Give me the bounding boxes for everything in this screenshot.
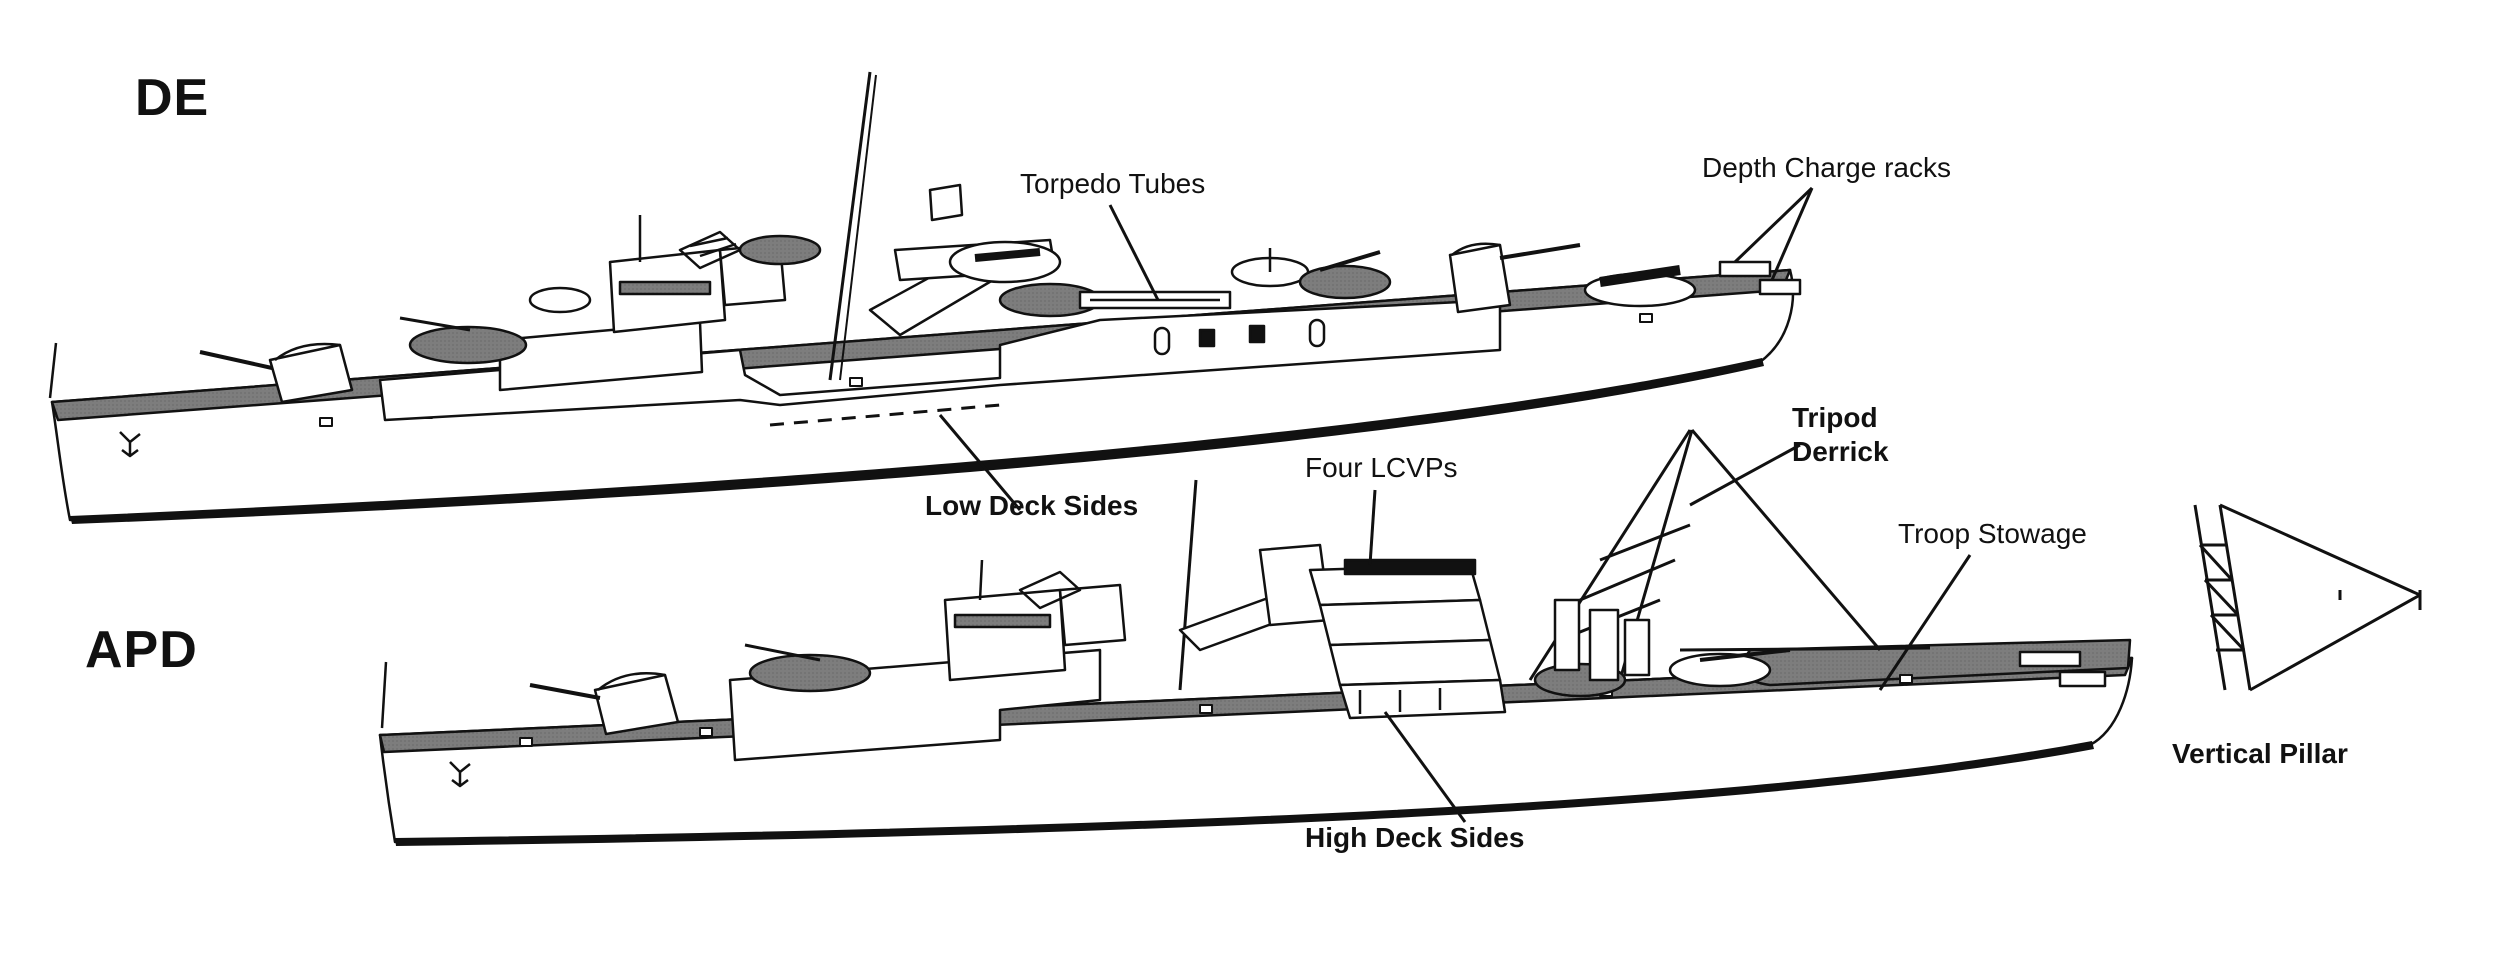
- leader-tripod-derrick: [1689, 443, 1801, 507]
- de-aft-gun-mount: [1448, 243, 1512, 314]
- label-torpedo-tubes: Torpedo Tubes: [1020, 168, 1206, 199]
- apd-forward-gun-mount: [593, 673, 680, 736]
- apd-tripod-derrick: [1528, 429, 1931, 681]
- de-ship: [48, 71, 1802, 524]
- apd-title: APD: [85, 621, 198, 679]
- de-depth-charge-rack-1: [1718, 260, 1772, 278]
- apd-ship: [378, 429, 2134, 846]
- de-aft-gun-tub: [1298, 264, 1392, 300]
- lcvp-3: [1328, 638, 1502, 687]
- de-gun-tub-1: [408, 325, 528, 365]
- apd-forward-gun-barrel: [529, 683, 601, 700]
- leader-torpedo-tubes: [1108, 204, 1160, 301]
- apd-bridge: [943, 588, 1067, 682]
- de-depth-charge-rack-2: [1758, 278, 1802, 296]
- label-troop-stowage: Troop Stowage: [1898, 518, 2087, 549]
- label-high-deck-sides: High Deck Sides: [1305, 822, 1525, 853]
- label-depth-charge-racks: Depth Charge racks: [1702, 152, 1952, 183]
- de-gun-tub-2: [738, 234, 822, 266]
- leader-depth-charge-1: [1733, 186, 1814, 264]
- de-forward-gun-mount: [268, 343, 354, 404]
- apd-anchor: [449, 761, 471, 788]
- leader-low-deck-sides: [938, 414, 1022, 511]
- de-jackstaff: [48, 342, 58, 399]
- apd-jackstaff: [380, 661, 388, 729]
- de-anchor: [119, 431, 141, 458]
- lcvp-4: [1338, 678, 1507, 720]
- label-low-deck-sides: Low Deck Sides: [925, 490, 1139, 521]
- lcvp-2: [1318, 598, 1492, 647]
- label-vertical-pillar: Vertical Pillar: [2172, 738, 2348, 769]
- apd-mast: [1178, 479, 1198, 691]
- leader-depth-charge-2: [1770, 187, 1814, 281]
- de-low-deck-line: [769, 403, 1001, 427]
- de-torpedo-mount: [948, 240, 1062, 284]
- de-director: [928, 183, 964, 222]
- label-tripod-derrick-line1: Tripod: [1792, 402, 1878, 433]
- callout-lines: [938, 186, 1972, 823]
- label-four-lcvps: Four LCVPs: [1305, 452, 1458, 483]
- apd-stern-rack-2: [2058, 670, 2107, 688]
- apd-bridge-mast: [978, 559, 984, 601]
- apd-boot-topping: [395, 741, 2094, 846]
- label-tripod-derrick-line2: Derrick: [1792, 436, 1889, 467]
- de-forward-gun-barrel: [199, 350, 273, 370]
- vertical-pillar-inset: [2193, 503, 2422, 692]
- apd-aft-gun-tub: [1668, 652, 1772, 688]
- de-mast: [828, 71, 872, 381]
- apd-stern-rack-1: [2018, 650, 2082, 668]
- de-deckhouse: [378, 298, 1502, 422]
- leader-troop-stowage: [1878, 554, 1972, 691]
- leader-four-lcvps: [1368, 489, 1377, 566]
- apd-gun-tub-1: [748, 653, 872, 693]
- de-title: DE: [135, 69, 210, 127]
- leader-high-deck-sides: [1383, 711, 1467, 823]
- apd-lcvps: [1308, 558, 1507, 720]
- de-aft-gun-barrel: [1499, 243, 1581, 260]
